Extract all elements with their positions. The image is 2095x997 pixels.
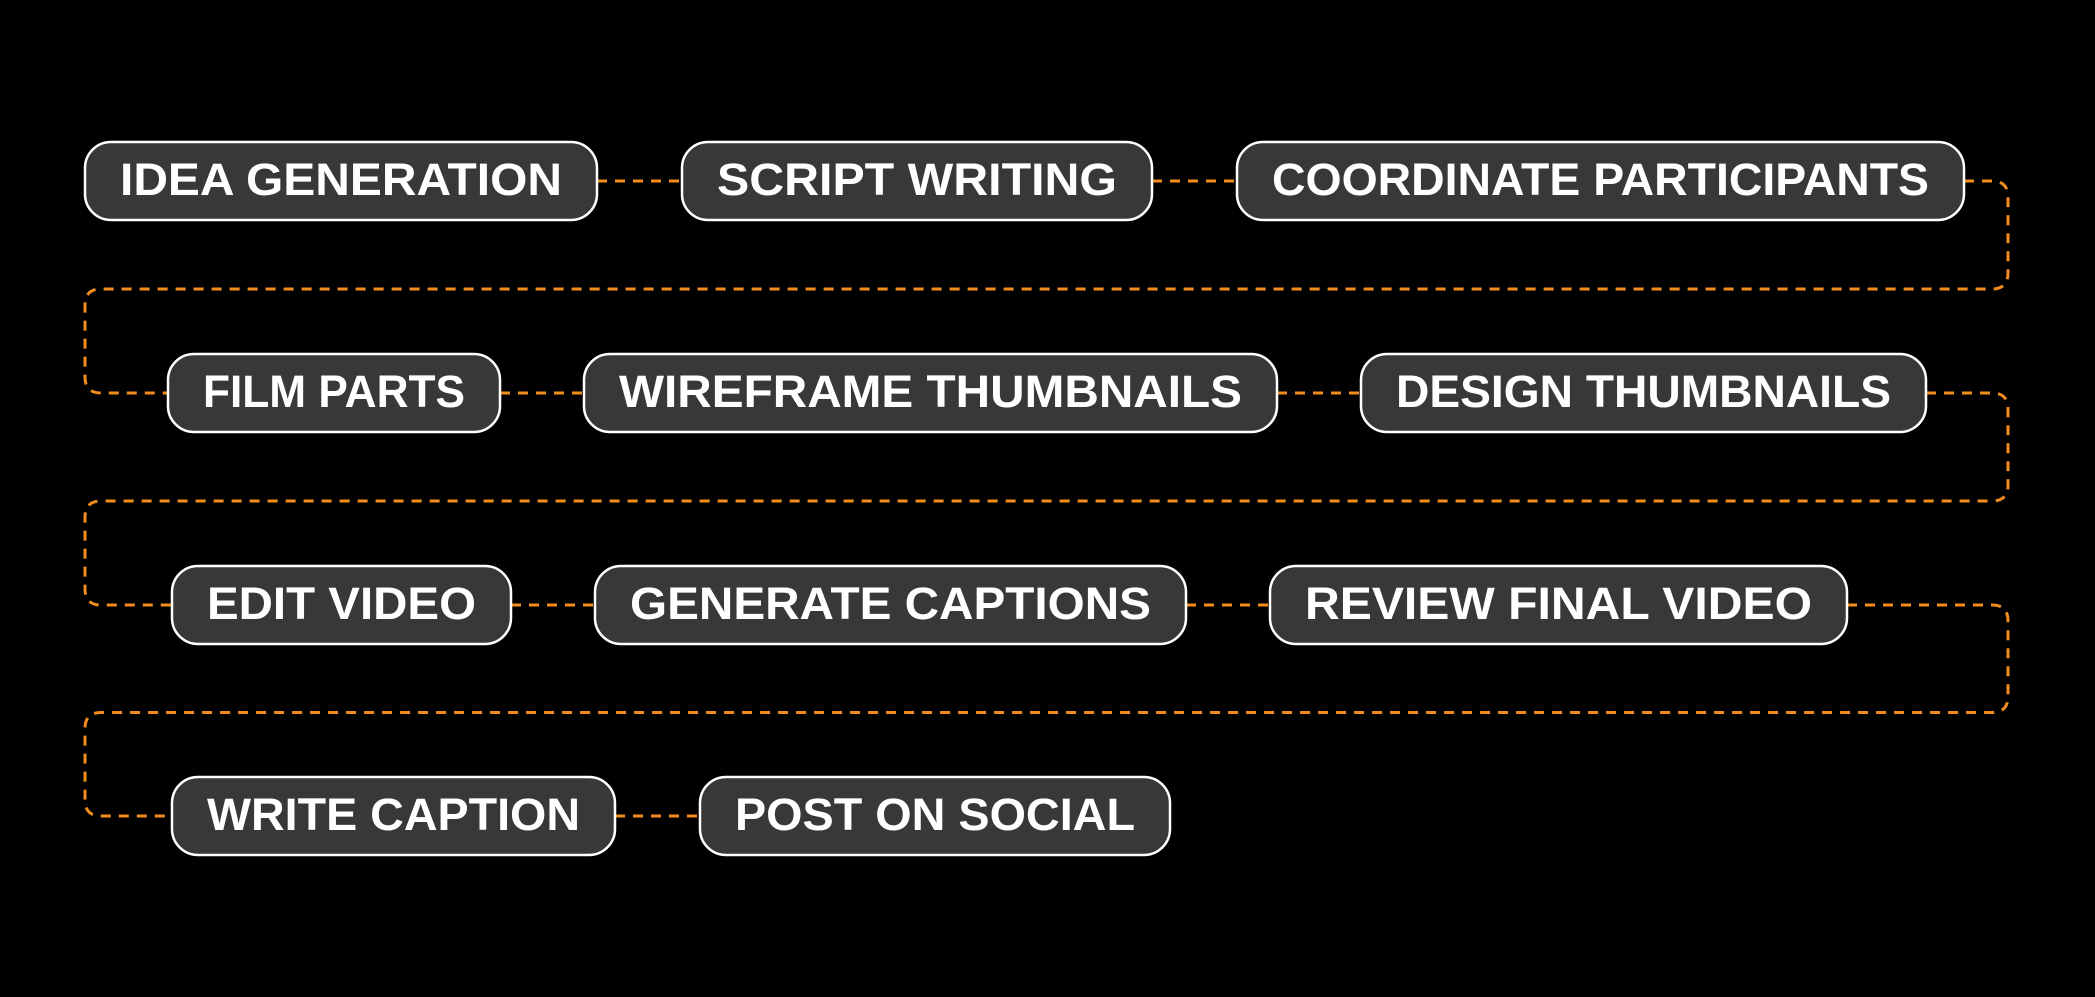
step-pill (680, 140, 1154, 222)
step-review-final-video: REVIEW FINAL VIDEO (1268, 564, 1849, 646)
step-label: REVIEW FINAL VIDEO (1305, 578, 1812, 629)
step-edit-video: EDIT VIDEO (170, 564, 513, 646)
step-pill (1359, 352, 1928, 434)
connector-design-thumbnails-to-edit-video (83, 391, 2010, 607)
step-label: GENERATE CAPTIONS (630, 578, 1151, 629)
connector-coordinate-participants-to-film-parts (83, 179, 2010, 395)
step-label: WIREFRAME THUMBNAILS (619, 366, 1242, 417)
step-layer: IDEA GENERATION SCRIPT WRITING COORDINATE … (83, 140, 1966, 857)
step-label: IDEA GENERATION (120, 154, 562, 205)
step-generate-captions: GENERATE CAPTIONS (593, 564, 1188, 646)
step-wireframe-thumbnails: WIREFRAME THUMBNAILS (582, 352, 1279, 434)
connector-layer (83, 179, 2010, 818)
step-label: FILM PARTS (203, 366, 465, 417)
step-idea-generation: IDEA GENERATION (83, 140, 599, 222)
step-label: DESIGN THUMBNAILS (1396, 366, 1891, 417)
step-pill (166, 352, 502, 434)
step-pill (1235, 140, 1966, 222)
step-post-on-social: POST ON SOCIAL (698, 775, 1172, 857)
step-pill (582, 352, 1279, 434)
step-pill (593, 564, 1188, 646)
step-pill (83, 140, 599, 222)
step-script-writing: SCRIPT WRITING (680, 140, 1154, 222)
step-label: SCRIPT WRITING (717, 154, 1117, 205)
step-pill (170, 564, 513, 646)
step-label: POST ON SOCIAL (735, 789, 1135, 840)
step-design-thumbnails: DESIGN THUMBNAILS (1359, 352, 1928, 434)
step-pill (698, 775, 1172, 857)
step-film-parts: FILM PARTS (166, 352, 502, 434)
step-pill (1268, 564, 1849, 646)
step-label: WRITE CAPTION (207, 789, 580, 840)
step-coordinate-participants: COORDINATE PARTICIPANTS (1235, 140, 1966, 222)
step-pill (170, 775, 617, 857)
step-write-caption: WRITE CAPTION (170, 775, 617, 857)
connector-review-final-video-to-write-caption (83, 603, 2010, 818)
step-label: COORDINATE PARTICIPANTS (1272, 154, 1929, 205)
step-label: EDIT VIDEO (207, 578, 476, 629)
